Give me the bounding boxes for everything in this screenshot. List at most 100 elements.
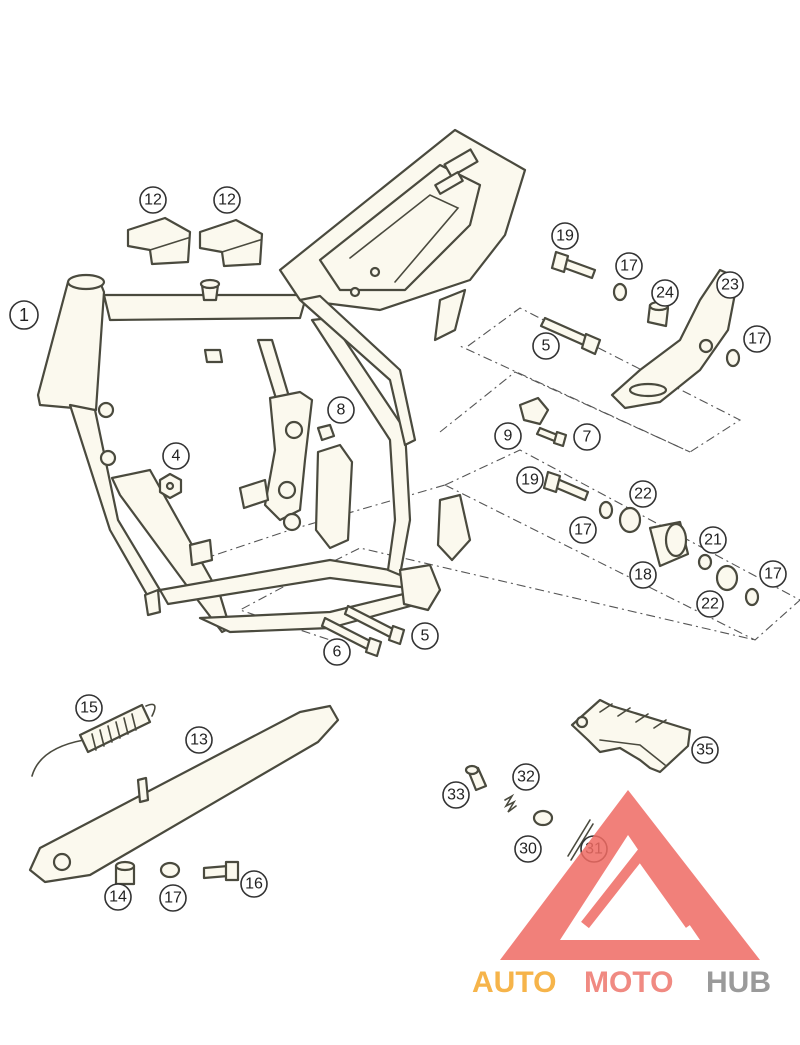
- svg-text:35: 35: [696, 742, 714, 759]
- frame-bottom-rail-2: [198, 588, 427, 634]
- callout-22b: 22: [696, 590, 724, 618]
- washer-17-mid: [598, 500, 614, 520]
- svg-text:5: 5: [542, 338, 551, 355]
- svg-text:32: 32: [517, 769, 535, 786]
- callout-23: 23: [716, 271, 744, 299]
- svg-text:17: 17: [164, 890, 182, 907]
- washer-30: [532, 809, 554, 827]
- callout-12b: 12: [213, 186, 241, 214]
- callout-22a: 22: [629, 480, 657, 508]
- callout-7: 7: [573, 423, 601, 451]
- nut-4: [158, 472, 183, 500]
- svg-text:21: 21: [704, 532, 722, 549]
- svg-text:8: 8: [337, 402, 346, 419]
- callout-6: 6: [323, 638, 351, 666]
- footrest-35: [570, 698, 692, 774]
- frame: [36, 128, 527, 634]
- callout-13: 13: [185, 726, 213, 754]
- callout-16: 16: [240, 870, 268, 898]
- callout-19b: 19: [516, 466, 544, 494]
- svg-text:22: 22: [701, 596, 719, 613]
- steering-head-tube: [36, 280, 106, 412]
- callout-8: 8: [327, 396, 355, 424]
- bracket-9: [518, 396, 550, 426]
- svg-text:17: 17: [574, 522, 592, 539]
- bolt-5a-6: [320, 604, 406, 658]
- washer-17-top: [612, 282, 628, 302]
- spring-15-hook-right: [145, 703, 156, 717]
- svg-text:22: 22: [634, 486, 652, 503]
- svg-text:23: 23: [721, 277, 739, 294]
- spring-32: [503, 793, 517, 813]
- svg-text:13: 13: [190, 732, 208, 749]
- svg-text:1: 1: [19, 305, 29, 325]
- callout-labels: 1 4 5 5 6 7 8 9 12 12 13 14 15 16 17 17 …: [9, 186, 787, 912]
- callout-15: 15: [75, 694, 103, 722]
- washer-17-pedal: [725, 348, 741, 368]
- bushing-21: [697, 553, 713, 571]
- spring-15-hook-left: [31, 739, 85, 777]
- svg-text:18: 18: [634, 567, 652, 584]
- callout-33: 33: [442, 781, 470, 809]
- callout-5a: 5: [532, 332, 560, 360]
- watermark-text-moto: MOTO: [584, 966, 673, 999]
- watermark-logo: [500, 790, 760, 960]
- footrest-group: [464, 698, 692, 861]
- svg-text:17: 17: [764, 566, 782, 583]
- svg-text:17: 17: [620, 258, 638, 275]
- tank-rubber-left: [126, 216, 192, 266]
- callout-19a: 19: [551, 222, 579, 250]
- callout-4: 4: [162, 442, 190, 470]
- svg-text:33: 33: [447, 787, 465, 804]
- callout-17d: 17: [759, 560, 787, 588]
- side-stand-group: [28, 703, 340, 886]
- callout-12a: 12: [139, 186, 167, 214]
- bearing-22-low: [715, 564, 739, 592]
- pivot-plate: [263, 390, 314, 522]
- bolt-16: [202, 864, 230, 880]
- engine-mount-bracket: [398, 563, 442, 612]
- svg-text:14: 14: [109, 889, 127, 906]
- cotter-pin-31: [567, 819, 594, 861]
- washer-17-stand: [159, 861, 181, 879]
- watermark-text-auto: AUTO: [472, 966, 556, 999]
- watermark-text: AUTO MOTO HUB: [472, 966, 771, 999]
- svg-text:12: 12: [218, 192, 236, 209]
- svg-text:19: 19: [556, 228, 574, 245]
- pivot-plate-2: [314, 443, 354, 550]
- washer-17-low: [744, 587, 760, 607]
- callout-32: 32: [512, 763, 540, 791]
- svg-text:19: 19: [521, 472, 539, 489]
- svg-text:17: 17: [748, 331, 766, 348]
- logo-triangle-icon: [500, 790, 760, 960]
- svg-text:15: 15: [80, 700, 98, 717]
- tank-rubber-right: [198, 218, 264, 268]
- callout-9: 9: [494, 422, 522, 450]
- callout-5b: 5: [411, 622, 439, 650]
- bushing-8: [316, 423, 336, 442]
- callout-17b: 17: [743, 325, 771, 353]
- callout-24: 24: [651, 279, 679, 307]
- svg-text:16: 16: [245, 876, 263, 893]
- callout-18: 18: [629, 561, 657, 589]
- callout-17c: 17: [569, 516, 597, 544]
- callout-30: 30: [514, 835, 542, 863]
- pivot-group: [542, 470, 760, 607]
- svg-text:4: 4: [172, 448, 181, 465]
- callout-1: 1: [9, 300, 39, 330]
- svg-text:12: 12: [144, 192, 162, 209]
- side-stand-13: [28, 704, 340, 884]
- callout-35: 35: [691, 736, 719, 764]
- callout-17e: 17: [159, 884, 187, 912]
- svg-text:6: 6: [333, 644, 342, 661]
- svg-text:5: 5: [421, 628, 430, 645]
- svg-text:7: 7: [583, 429, 592, 446]
- bearing-22-mid: [618, 506, 642, 534]
- svg-text:30: 30: [519, 841, 537, 858]
- svg-text:24: 24: [656, 285, 674, 302]
- callout-14: 14: [104, 883, 132, 911]
- callout-21: 21: [699, 526, 727, 554]
- svg-text:9: 9: [504, 428, 513, 445]
- watermark-text-hub: HUB: [706, 966, 771, 999]
